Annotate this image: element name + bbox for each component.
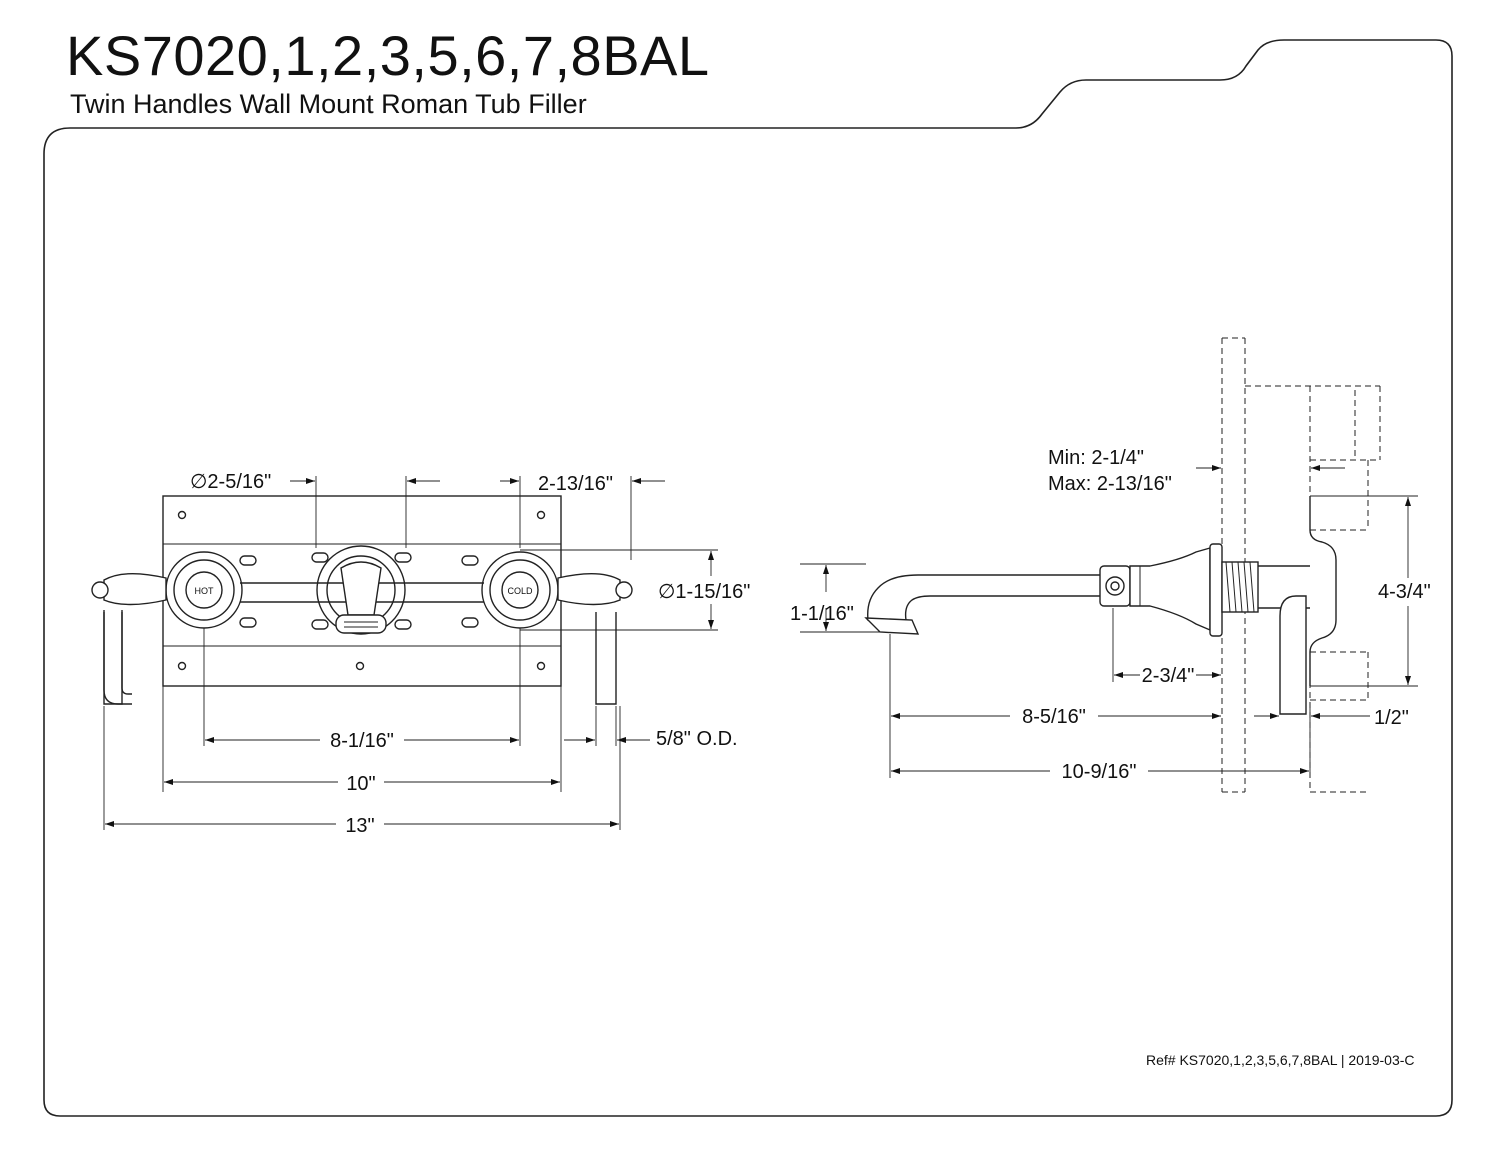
dim-plate-width: 10"	[346, 773, 375, 795]
dim-spout-tube: 5/8" O.D.	[656, 728, 738, 750]
cold-handle	[481, 551, 633, 705]
spout-side	[867, 574, 1100, 621]
dim-escutcheon-diameter: ∅2-5/16"	[190, 471, 271, 493]
page-subtitle: Twin Handles Wall Mount Roman Tub Filler	[70, 89, 587, 119]
dim-body-depth: 2-3/4"	[1142, 665, 1195, 687]
hot-handle	[91, 551, 243, 705]
dim-valve-height: 4-3/4"	[1378, 581, 1431, 603]
reference-note: Ref# KS7020,1,2,3,5,6,7,8BAL | 2019-03-C	[1146, 1052, 1415, 1068]
dim-center-to-edge: 2-13/16"	[538, 473, 613, 495]
dim-handle-diameter: ∅1-15/16"	[658, 581, 750, 603]
side-view	[800, 337, 1418, 793]
front-view	[91, 476, 718, 830]
dim-overall-reach: 10-9/16"	[1062, 761, 1137, 783]
dim-spout-reach: 8-5/16"	[1022, 706, 1086, 728]
hot-label: HOT	[195, 586, 215, 596]
dim-overall-width: 13"	[345, 815, 374, 837]
dim-nipple: 1/2"	[1374, 707, 1409, 729]
page-title: KS7020,1,2,3,5,6,7,8BAL	[66, 24, 710, 87]
dim-wall-min: Min: 2-1/4"	[1048, 447, 1144, 469]
dim-wall-max: Max: 2-13/16"	[1048, 473, 1172, 495]
sheet-border	[43, 39, 1453, 1117]
spout-front	[316, 545, 406, 635]
dim-spout-drop: 1-1/16"	[790, 603, 854, 625]
dim-handle-spread: 8-1/16"	[330, 730, 394, 752]
cold-label: COLD	[507, 586, 533, 596]
